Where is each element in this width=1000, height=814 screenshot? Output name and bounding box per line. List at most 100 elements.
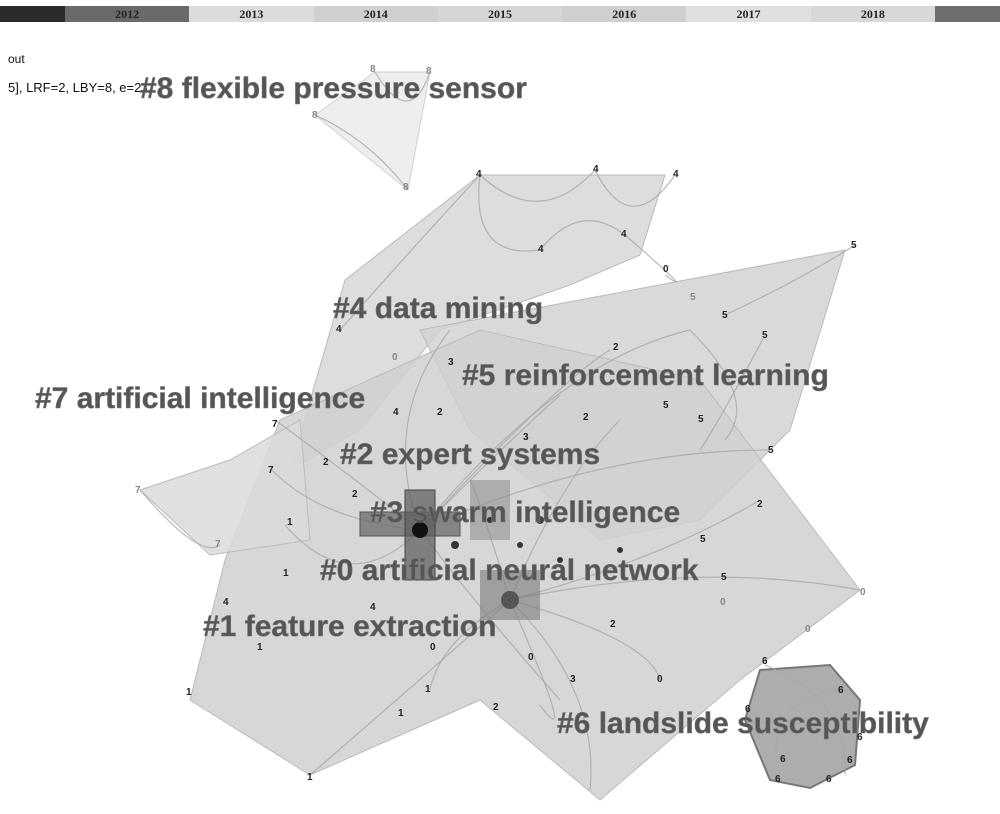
arc <box>139 489 221 549</box>
node-label: 7 <box>135 485 141 496</box>
arc <box>339 174 481 331</box>
node-label: 7 <box>215 539 221 550</box>
arc <box>479 169 596 202</box>
timeline-cell <box>934 6 1000 22</box>
timeline-year: 2012 <box>65 6 190 22</box>
hub-node <box>412 522 428 538</box>
node-dot <box>487 517 493 523</box>
node-label: 2 <box>757 499 763 510</box>
node-label: 5 <box>851 240 857 251</box>
node-label: 0 <box>657 674 663 685</box>
node-label: 5 <box>722 310 728 321</box>
node-label: 3 <box>448 357 454 368</box>
hub-nodes <box>359 480 623 620</box>
cluster-hulls <box>139 71 862 801</box>
node-label: 6 <box>838 685 844 696</box>
timeline-year: 2013 <box>189 6 314 22</box>
node-label: 1 <box>398 708 404 719</box>
node-label: 2 <box>352 489 358 500</box>
node-label: 8 <box>426 66 432 77</box>
arc <box>764 664 846 776</box>
node-label: 5 <box>700 534 706 545</box>
arc <box>594 169 676 207</box>
node-label: 2 <box>583 412 589 423</box>
node-label: 1 <box>307 772 313 783</box>
node-label: 1 <box>186 687 192 698</box>
node-label: 1 <box>283 568 289 579</box>
timeline-cell <box>0 6 65 22</box>
arc <box>509 599 556 720</box>
hull-cluster-6 <box>743 663 862 790</box>
node-label: 6 <box>745 704 751 715</box>
hub-node-cluster-2 <box>470 480 510 540</box>
node-label: 0 <box>392 352 398 363</box>
cluster-label-7: #7 artificial intelligence <box>35 382 365 415</box>
node-label: 4 <box>336 324 342 335</box>
node-label: 4 <box>393 407 399 418</box>
node-label: 0 <box>720 597 726 608</box>
node-label: 7 <box>272 419 278 430</box>
timeline-year: 2014 <box>313 6 438 22</box>
node-label: 8 <box>370 64 376 75</box>
node-label: 0 <box>805 624 811 635</box>
node-label: 3 <box>570 674 576 685</box>
timeline-year: 2018 <box>810 6 935 22</box>
node-label: 6 <box>857 732 863 743</box>
node-label: 4 <box>673 169 679 180</box>
node-label: 1 <box>257 642 263 653</box>
node-label: 6 <box>775 774 781 785</box>
node-label: 2 <box>613 342 619 353</box>
hub-node-cluster-0 <box>480 570 540 620</box>
node-label: 2 <box>610 619 616 630</box>
node-label: 0 <box>528 652 534 663</box>
arc <box>689 329 738 441</box>
arc <box>419 394 561 531</box>
cluster-label-0: #0 artificial neural network <box>320 554 699 587</box>
node-label: 3 <box>523 432 529 443</box>
node-label: 6 <box>762 656 768 667</box>
node-label: 4 <box>621 229 627 240</box>
arc <box>509 499 761 601</box>
node-label: 2 <box>493 702 499 713</box>
arc <box>478 174 541 252</box>
arc <box>775 689 841 776</box>
info-text-out: out <box>8 52 25 66</box>
node-label: 0 <box>860 587 866 598</box>
node-label: 1 <box>425 684 431 695</box>
cluster-label-4: #4 data mining <box>333 292 543 325</box>
node-label: 0 <box>430 642 436 653</box>
cluster-label-8: #8 flexible pressure sensor <box>140 72 527 105</box>
cluster-label-2: #2 expert systems <box>340 438 600 471</box>
timeline-bar: 2012 2013 2014 2015 2016 2017 2018 <box>0 6 1000 22</box>
node-label: 6 <box>826 774 832 785</box>
node-label: 4 <box>223 597 229 608</box>
arc <box>539 220 626 251</box>
arc <box>699 334 766 451</box>
node-label: 4 <box>538 244 544 255</box>
timeline-year: 2016 <box>562 6 687 22</box>
timeline-year: 2017 <box>686 6 811 22</box>
node-label: 2 <box>437 407 443 418</box>
node-label: 8 <box>403 182 409 193</box>
node-dot <box>617 547 623 553</box>
node-labels: 8 8 8 8 4 4 4 4 4 4 5 5 5 5 5 4 0 3 2 2 … <box>135 64 866 785</box>
arc <box>419 349 611 531</box>
node-label: 4 <box>370 602 376 613</box>
arc <box>419 329 691 531</box>
arc <box>309 599 511 776</box>
node-label: 5 <box>690 292 696 303</box>
cluster-label-5: #5 reinforcement learning <box>462 359 829 392</box>
cluster-labels: #8 flexible pressure sensor #4 data mini… <box>35 72 930 741</box>
node-label: 6 <box>847 755 853 766</box>
cluster-label-1: #1 feature extraction <box>203 610 496 643</box>
arc <box>314 114 409 191</box>
node-label: 4 <box>476 169 482 180</box>
node-label: 2 <box>323 457 329 468</box>
arc <box>724 244 856 316</box>
cluster-label-6: #6 landslide susceptibility <box>557 707 929 740</box>
node-label: 5 <box>663 400 669 411</box>
node-label: 5 <box>768 445 774 456</box>
node-dot <box>557 557 563 563</box>
node-dot <box>517 542 523 548</box>
